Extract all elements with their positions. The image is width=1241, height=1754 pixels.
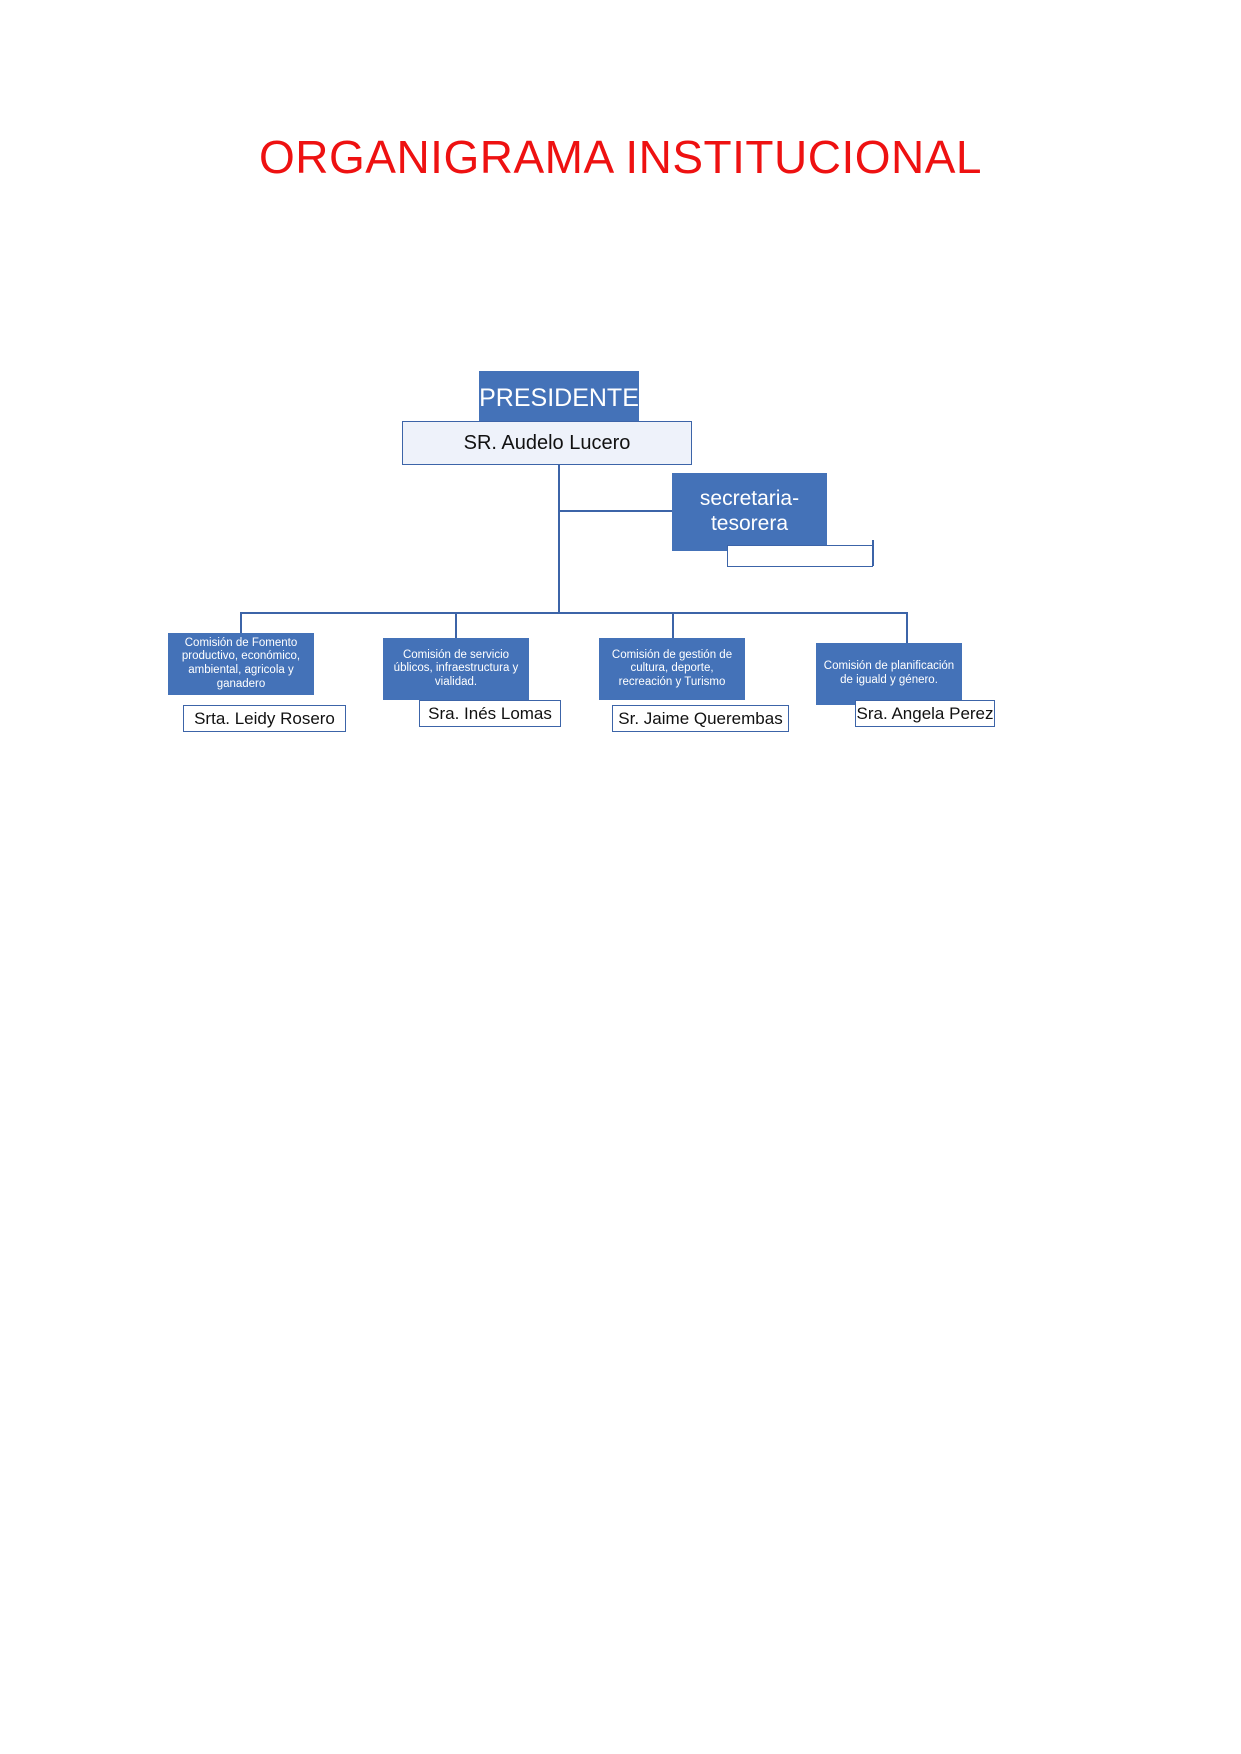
- commission-4-name-box[interactable]: Sra. Angela Perez: [855, 700, 995, 727]
- secretary-name-box[interactable]: [727, 545, 873, 567]
- commission-1-name-box[interactable]: Srta. Leidy Rosero: [183, 705, 346, 732]
- commission-3-name-box[interactable]: Sr. Jaime Querembas: [612, 705, 789, 732]
- connector-secretary-horizontal: [558, 510, 674, 512]
- connector-drop-commission-1: [240, 612, 242, 635]
- commission-2-name-box[interactable]: Sra. Inés Lomas: [419, 700, 561, 727]
- president-role-box[interactable]: PRESIDENTE: [479, 371, 639, 427]
- secretary-role-box[interactable]: secretaria-tesorera: [672, 473, 827, 551]
- connector-secretary-elbow-vertical: [872, 540, 874, 565]
- president-name-box[interactable]: SR. Audelo Lucero: [402, 421, 692, 465]
- commission-3-role-box[interactable]: Comisión de gestión de cultura, deporte,…: [599, 638, 745, 700]
- commission-4-role-box[interactable]: Comisión de planificación de iguald y gé…: [816, 643, 962, 705]
- commission-1-role-box[interactable]: Comisión de Fomento productivo, económic…: [168, 633, 314, 695]
- connector-drop-commission-2: [455, 612, 457, 640]
- connector-drop-commission-4: [906, 612, 908, 645]
- commission-2-role-box[interactable]: Comisión de servicio úblicos, infraestru…: [383, 638, 529, 700]
- connector-president-trunk: [558, 465, 560, 613]
- connector-drop-commission-3: [672, 612, 674, 640]
- page-title: ORGANIGRAMA INSTITUCIONAL: [258, 131, 983, 183]
- connector-commissions-bar: [240, 612, 907, 614]
